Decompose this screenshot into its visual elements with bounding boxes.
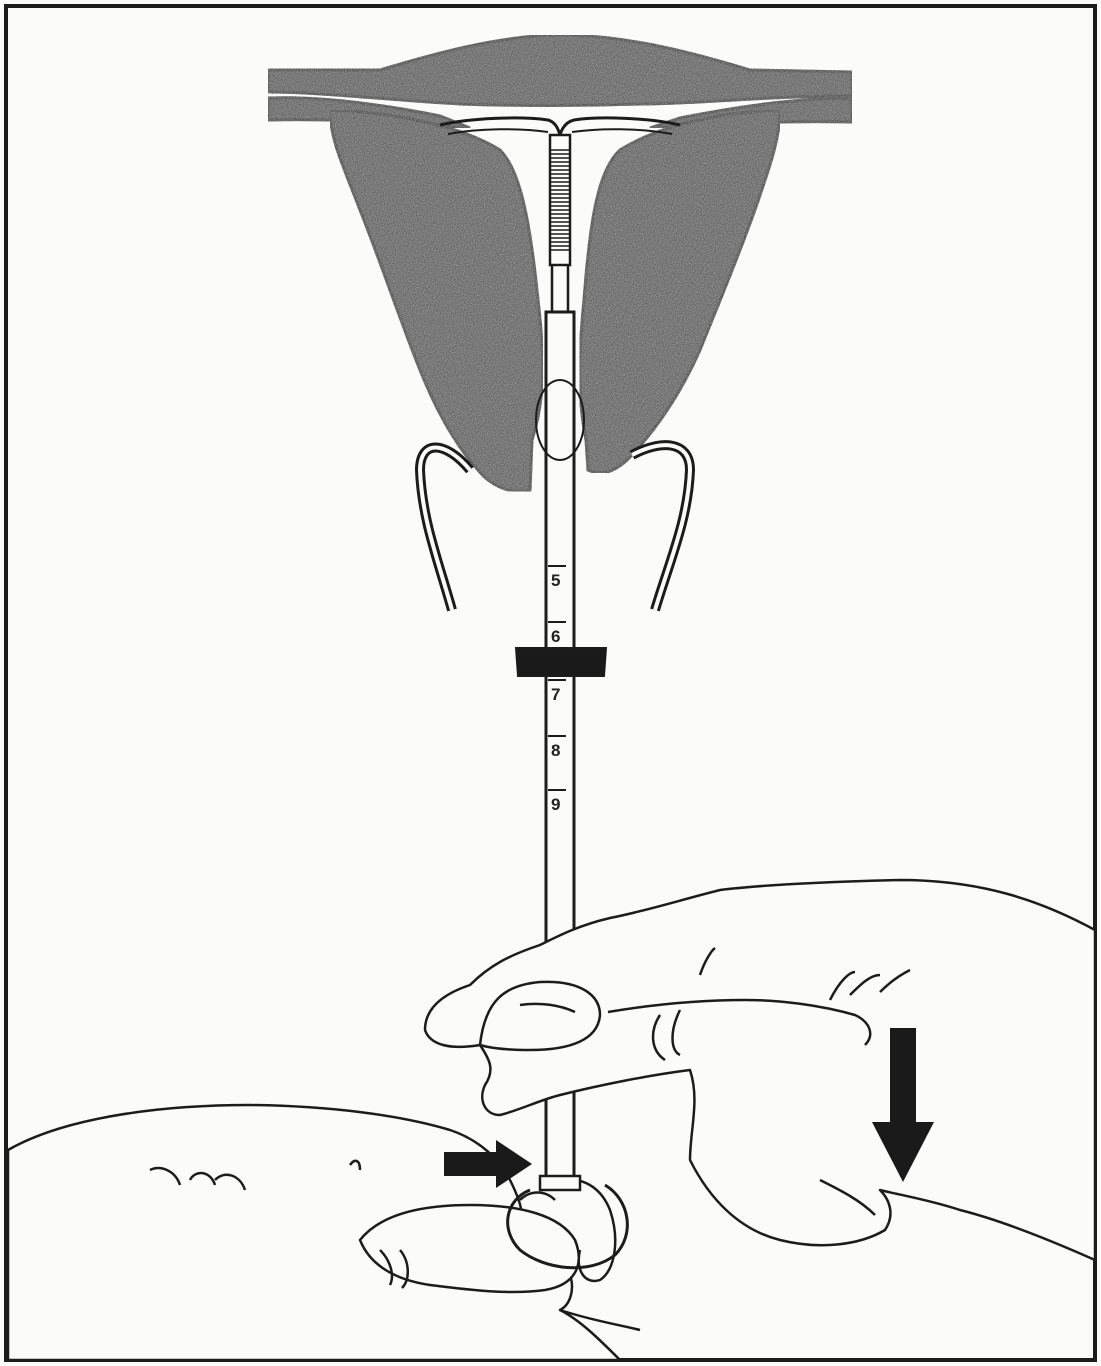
uterus-left-wall bbox=[330, 110, 543, 491]
inserter-collar bbox=[540, 1176, 580, 1190]
depth-stopper bbox=[516, 648, 606, 676]
upper-hand bbox=[425, 880, 1095, 1260]
scale-mark-7: 7 bbox=[551, 685, 560, 704]
iud-arms bbox=[440, 118, 680, 135]
scale-mark-8: 8 bbox=[551, 741, 560, 760]
uterus-right-wall bbox=[580, 110, 780, 473]
scale-mark-5: 5 bbox=[551, 571, 560, 590]
vaginal-wall-left-inner bbox=[420, 448, 470, 611]
scale-mark-6: 6 bbox=[551, 627, 560, 646]
scale-mark-9: 9 bbox=[551, 795, 560, 814]
inserter-tip bbox=[552, 265, 568, 312]
vaginal-wall-right-inner bbox=[632, 445, 690, 610]
